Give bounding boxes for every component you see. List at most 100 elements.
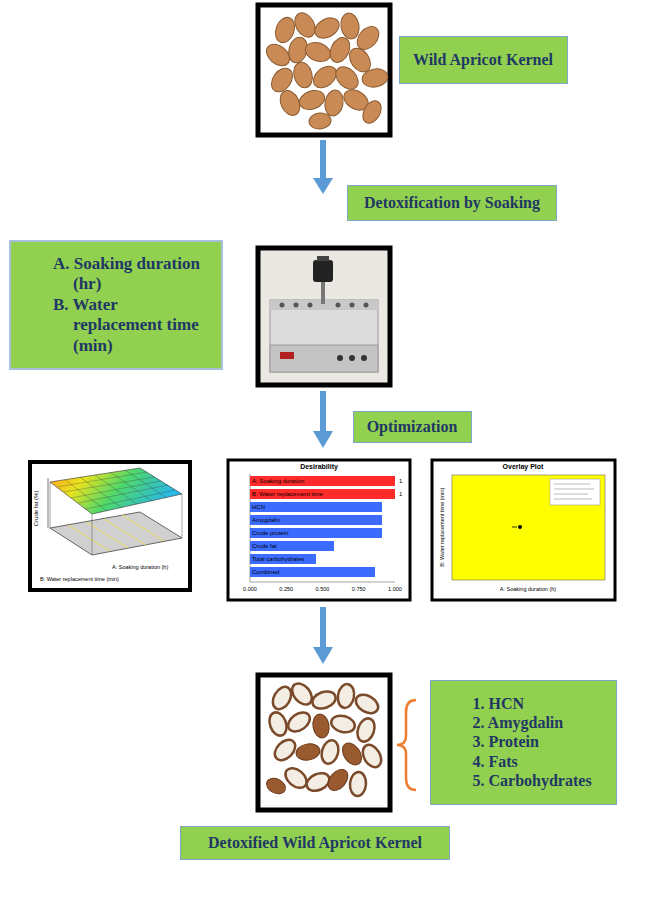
detoxified-kernel-photo [295, 742, 321, 762]
water-bath-photo [270, 300, 378, 372]
chart-label: 0.000 [243, 586, 257, 592]
flow-arrow [313, 178, 333, 194]
surface-plot [85, 490, 175, 509]
overlay-plot [554, 484, 594, 499]
water-bath-photo [349, 355, 355, 361]
surface-plot [30, 462, 190, 590]
water-bath-photo [258, 248, 390, 385]
water-bath-photo [258, 248, 390, 385]
chart-label: B: Water replacement time (min) [439, 488, 445, 567]
surface-plot [50, 512, 182, 555]
desirability-chart [228, 460, 410, 600]
chart-label: Amygdalin [252, 517, 280, 524]
detoxified-kernel-photo [310, 688, 338, 711]
chart-label: Crude protein [252, 530, 288, 537]
surface-plot [86, 522, 128, 548]
detoxified-kernel-photo [266, 680, 385, 797]
overlay-plot [518, 525, 522, 529]
detoxified-kernel-photo [339, 740, 366, 769]
chart-label: Total carbohydrates [252, 556, 304, 563]
detoxified-kernel-photo [258, 675, 390, 810]
detoxified-kernel-photo [319, 738, 341, 765]
box-text: A. Soaking duration (hr) [53, 254, 211, 295]
chart-label: 1 [399, 491, 402, 498]
surface-plot [57, 470, 175, 511]
detoxified-kernel-photo [354, 716, 377, 744]
desirability-chart [250, 502, 382, 512]
water-bath-photo [280, 352, 294, 359]
box-text: 5. Carbohydrates [473, 771, 596, 790]
box-text: Detoxification by Soaking [364, 193, 540, 212]
detoxified-kernel-photo [336, 683, 356, 709]
detoxified-kernel-photo [271, 736, 299, 764]
surface-plot [104, 519, 146, 545]
kernel-photo [267, 64, 297, 96]
chart-label: B: Water replacement time (min) [40, 576, 119, 582]
water-bath-photo [364, 303, 369, 308]
overlay-plot [554, 494, 588, 495]
chart-label: 0.250 [279, 586, 293, 592]
water-bath-photo [317, 256, 329, 261]
kernel-photo [297, 87, 328, 113]
process-box: A. Soaking duration (hr)B. Water replace… [9, 240, 223, 370]
detoxified-kernel-photo [324, 766, 352, 795]
flow-arrow [320, 140, 326, 180]
chart-label: A: Soaking duration (h) [500, 586, 556, 592]
chart-label: 0.750 [352, 586, 366, 592]
detoxified-kernel-photo [264, 713, 365, 797]
water-bath-photo [280, 303, 285, 308]
overlay-plot [512, 527, 517, 528]
detoxified-kernel-photo [285, 709, 314, 736]
desirability-chart [250, 567, 375, 577]
chart-label: HCN [252, 504, 265, 511]
surface-plot [122, 515, 164, 541]
detoxified-kernel-photo [258, 675, 390, 810]
detoxified-kernel-photo [266, 710, 289, 738]
kernel-photo [359, 98, 385, 127]
detoxified-kernel-photo [349, 771, 367, 796]
surface-plot [30, 462, 190, 590]
overlay-plot [554, 484, 590, 485]
overlay-plot [554, 499, 592, 500]
surface-plot [57, 472, 147, 487]
chart-label: A: Soaking duration [252, 478, 304, 485]
kernel-photo [258, 5, 390, 135]
process-box: 1. HCN2. Amygdalin3. Protein4. Fats5. Ca… [430, 680, 617, 805]
overlay-plot [554, 489, 594, 490]
overlay-plot [432, 460, 615, 600]
desirability-chart [250, 582, 395, 583]
surface-plot [50, 482, 51, 528]
flow-arrow [320, 607, 326, 649]
kernel-photo [331, 62, 362, 93]
overlay-plot [432, 460, 615, 600]
kernel-photo [339, 12, 361, 41]
curly-bracket [397, 700, 416, 790]
surface-plot [80, 477, 122, 508]
surface-plot [64, 477, 154, 492]
flow-arrow [313, 647, 333, 664]
process-box: Wild Apricot Kernel [399, 36, 568, 84]
kernel-photo [326, 34, 353, 65]
kernel-photo [303, 39, 334, 65]
box-text: Wild Apricot Kernel [413, 50, 553, 69]
detoxified-kernel-photo [311, 713, 331, 739]
surface-plot [68, 525, 110, 551]
chart-label: 1.000 [388, 586, 402, 592]
desirability-chart [250, 554, 316, 564]
surface-plot [78, 485, 168, 503]
desirability-chart [250, 528, 382, 538]
kernel-photo [258, 5, 390, 135]
box-text: 2. Amygdalin [473, 713, 569, 732]
desirability-chart [228, 460, 410, 600]
chart-label: B: Water replacement time [252, 491, 323, 498]
surface-plot [125, 470, 167, 498]
detoxified-kernel-photo [269, 684, 295, 713]
overlay-plot [550, 479, 600, 505]
kernel-photo [291, 60, 315, 90]
flow-arrow [320, 391, 326, 433]
box-text: 3. Protein [473, 732, 543, 751]
chart-label: Overlay Plot [503, 463, 544, 471]
box-text: 4. Fats [473, 752, 522, 771]
